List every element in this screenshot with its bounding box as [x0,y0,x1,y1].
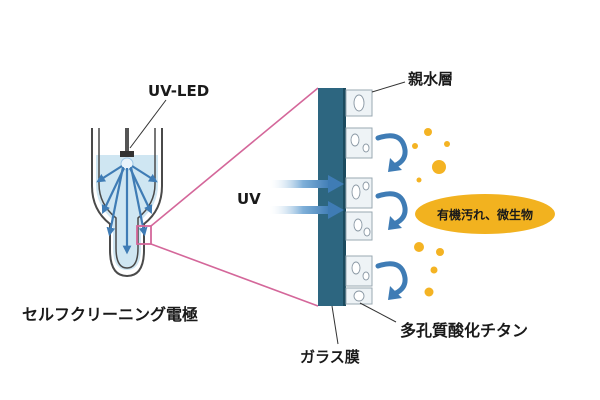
contaminant-particles [412,128,450,297]
glass-film-highlight [343,88,346,306]
reflection-arrows [375,133,408,296]
electrode-outer-wall [91,128,163,278]
uv-arrows [270,175,344,219]
hydrophilic-layer-label: 親水層 [408,70,453,88]
glass-film-label: ガラス膜 [300,348,360,366]
electrode-label: セルフクリーニング電極 [22,305,198,324]
contaminant-ellipse [415,194,555,234]
contaminant-label: 有機汚れ、微生物 [437,207,533,222]
led-rays [96,165,158,255]
led-chip [120,151,134,157]
magnify-lines [150,87,319,307]
uv-led-label: UV-LED [148,82,209,100]
magnify-box [136,225,152,245]
glass-film-layer [318,88,346,306]
electrode-tube [91,128,163,278]
uv-label: UV [237,190,261,208]
label-leaders [331,81,406,345]
pores [350,94,371,302]
uv-led-leader [129,99,167,149]
porous-titanium-label: 多孔質酸化チタン [400,321,528,340]
reflection-arrowheads [388,158,402,300]
